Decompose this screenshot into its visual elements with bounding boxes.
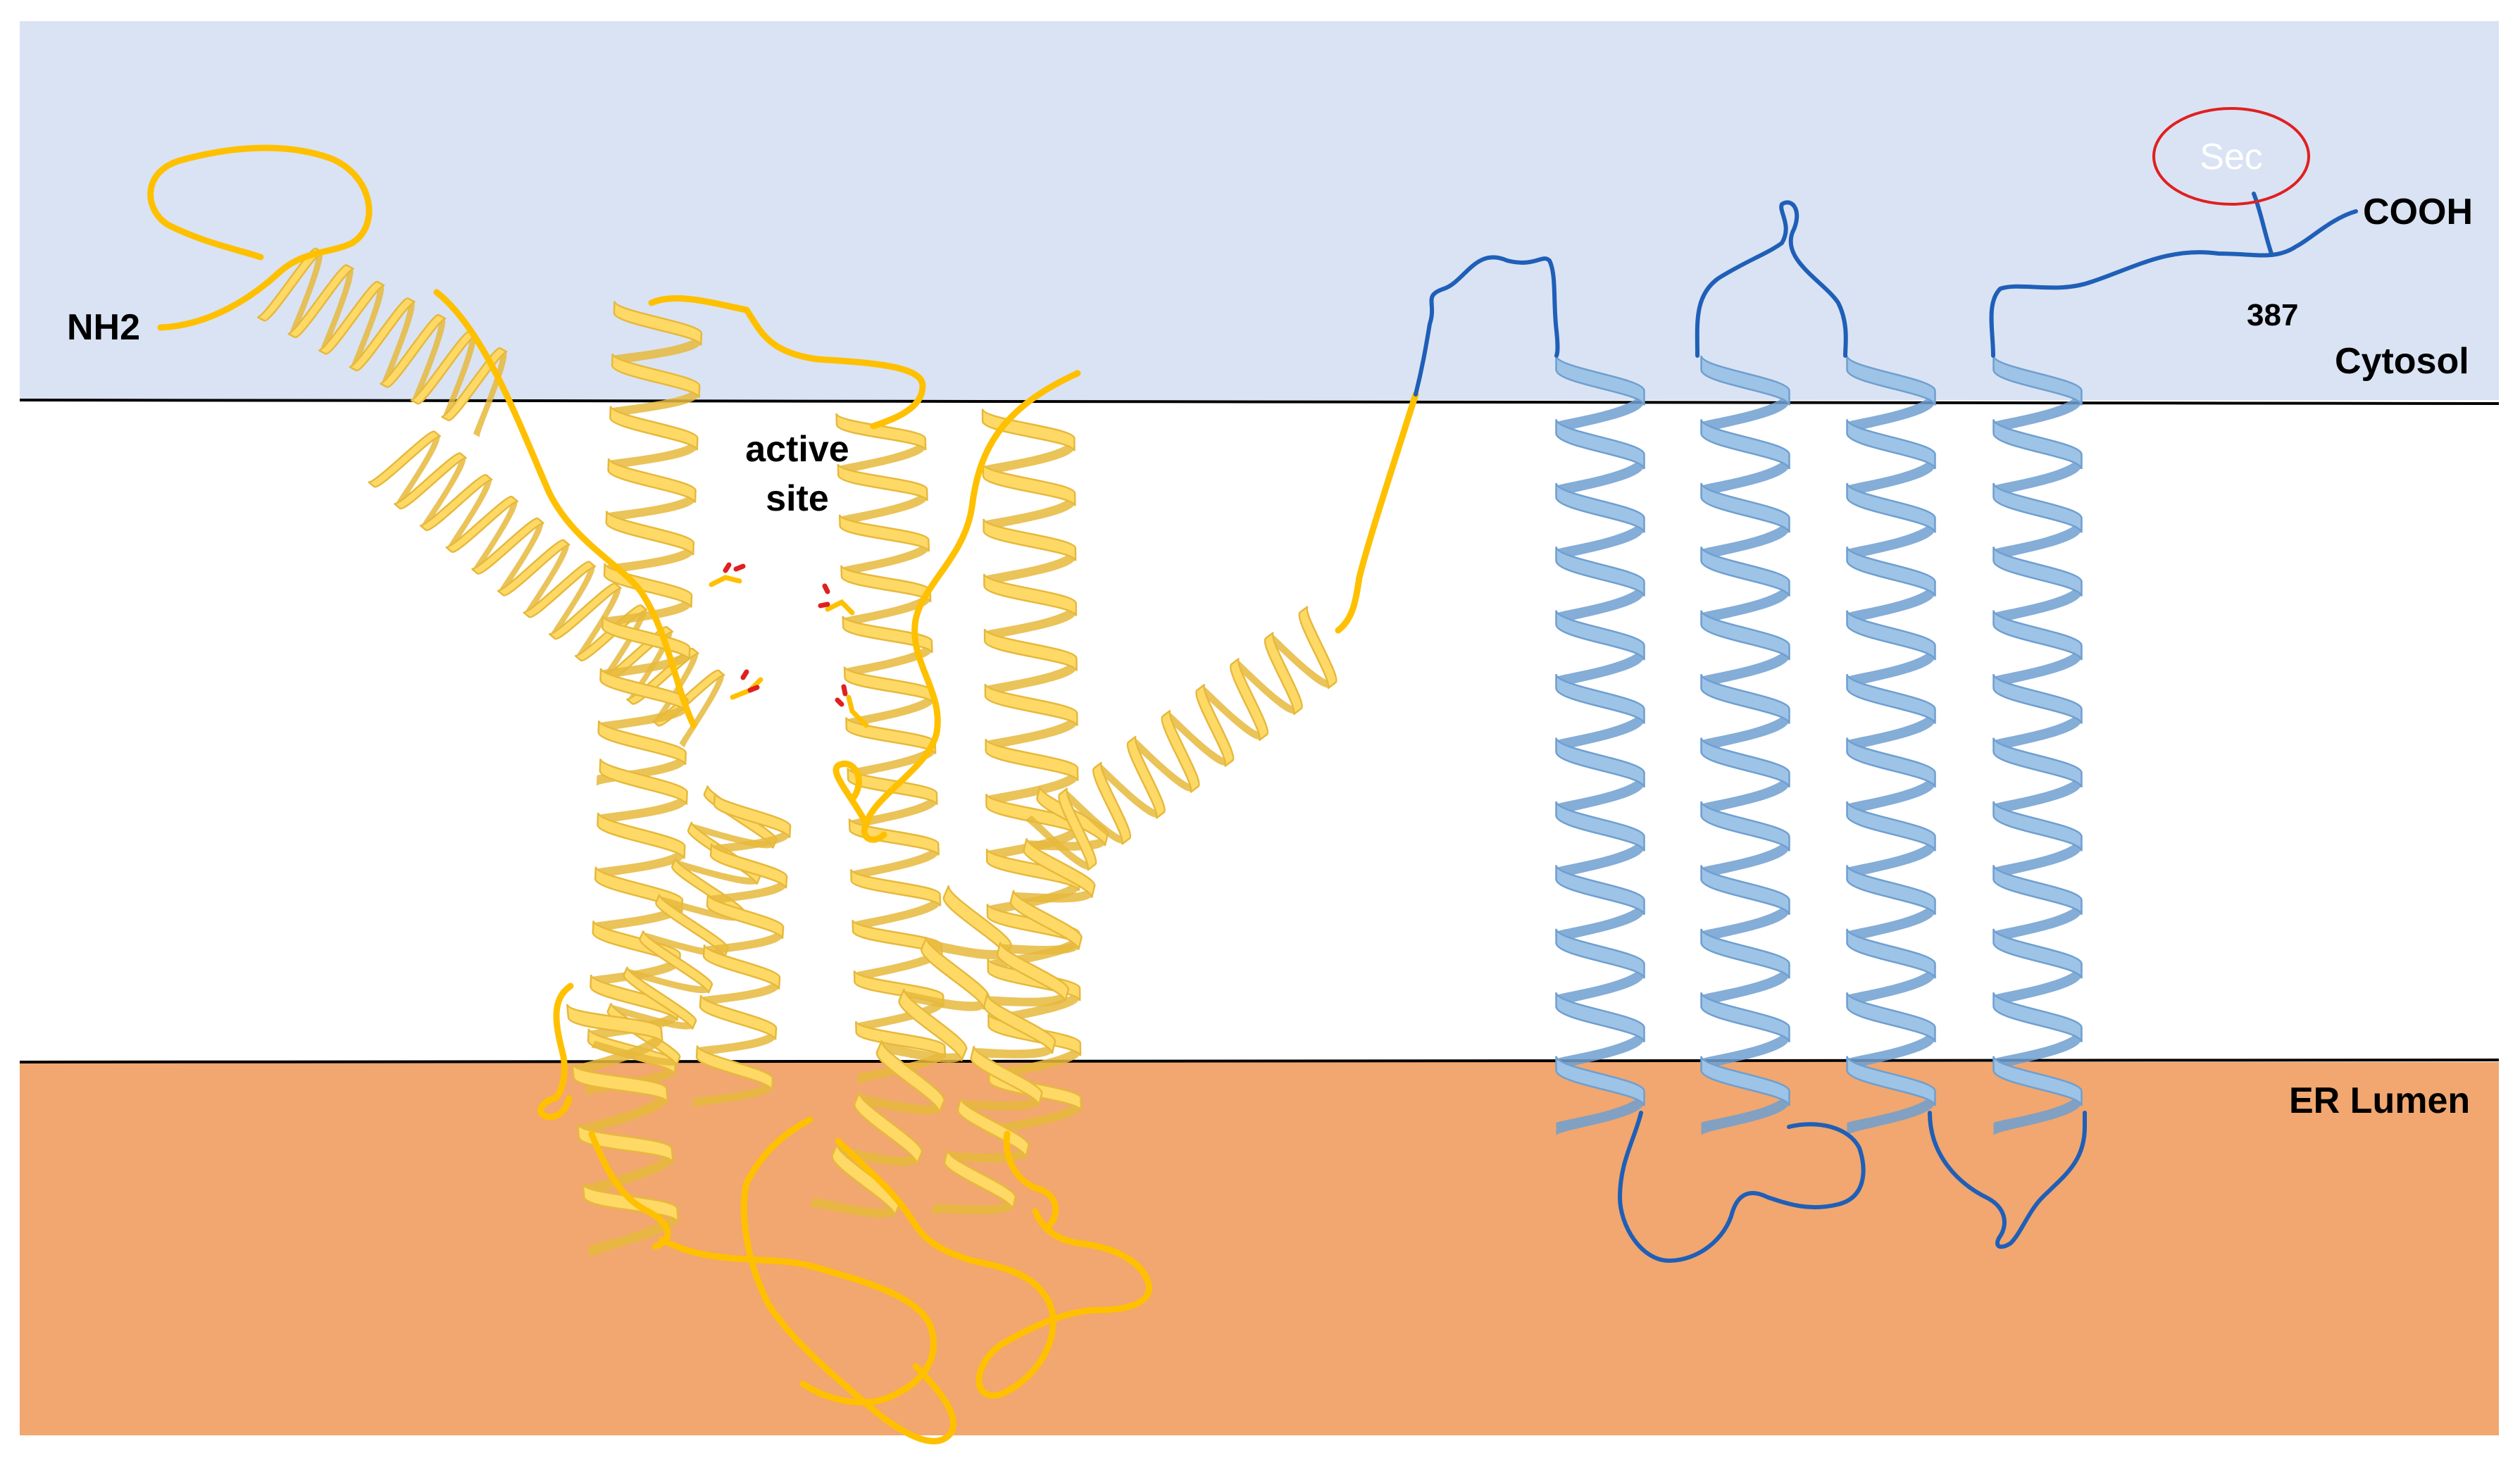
blue-loop-bottom-2 <box>1928 1111 2088 1249</box>
blue-helix-1 <box>1555 355 1645 1136</box>
cytosol-label: Cytosol <box>2335 341 2469 382</box>
yellow-lumen-loop-a <box>537 982 574 1121</box>
yellow-helix-5 <box>835 413 947 1085</box>
yellow-helix-12 <box>1024 606 1337 871</box>
yellow-helices <box>256 247 1337 1259</box>
cooh-label: COOH <box>2363 192 2473 232</box>
yellow-lumen-loop-d <box>740 1116 957 1445</box>
yellow-helix-9 <box>692 792 792 1109</box>
blue-loop-bottom-1 <box>1618 1111 1866 1263</box>
blue-loop-top-3 <box>1989 209 2358 358</box>
residue-2-tip <box>818 583 830 609</box>
residue-1-tip <box>723 562 746 573</box>
yellow-to-blue-linker <box>1335 391 1419 634</box>
residue-2 <box>825 599 855 616</box>
blue-helix-4 <box>1992 355 2083 1136</box>
residue-3-tip <box>740 669 760 693</box>
membrane-lower-boundary <box>19 1059 2500 1063</box>
yellow-loops <box>147 144 1419 1445</box>
blue-helix-3 <box>1846 355 1936 1136</box>
blue-helix-2 <box>1700 355 1790 1136</box>
yellow-loop-c <box>861 370 1081 843</box>
blue-protein-domain: Sec <box>1414 107 2358 1263</box>
yellow-lumen-loop-c <box>659 1236 937 1406</box>
residue-4-tip <box>835 684 848 707</box>
active-site-label-line2: site <box>766 478 829 519</box>
yellow-protein-domain <box>147 144 1419 1445</box>
er-lumen-region <box>20 1062 2499 1435</box>
active-site-residues <box>709 562 869 728</box>
sec-circle <box>2152 107 2310 206</box>
yellow-loop-a <box>433 289 697 729</box>
cytosol-region <box>20 21 2499 400</box>
yellow-loop-d <box>832 761 870 828</box>
yellow-lumen-loop-e <box>835 1137 1152 1399</box>
yellow-lumen-loop-f <box>1003 1130 1059 1229</box>
residue-4 <box>846 694 869 728</box>
blue-loop-top-2 <box>1695 200 1848 358</box>
residue-387-label: 387 <box>2247 298 2298 332</box>
blue-helices <box>1555 355 2083 1136</box>
membrane-upper-boundary <box>19 399 2500 405</box>
nh2-label: NH2 <box>67 307 140 348</box>
blue-c-terminal-tail <box>2252 192 2273 256</box>
yellow-loop-b <box>648 295 926 430</box>
n-terminal-loop <box>147 144 373 331</box>
active-site-label-line1: active <box>745 429 849 470</box>
residue-1 <box>709 575 742 587</box>
er-lumen-label: ER Lumen <box>2289 1080 2470 1121</box>
yellow-lumen-loop-b <box>588 1130 671 1250</box>
blue-loop-top-1 <box>1414 255 1560 397</box>
sec-label: Sec <box>2200 137 2263 177</box>
blue-loops <box>1414 192 2358 1263</box>
